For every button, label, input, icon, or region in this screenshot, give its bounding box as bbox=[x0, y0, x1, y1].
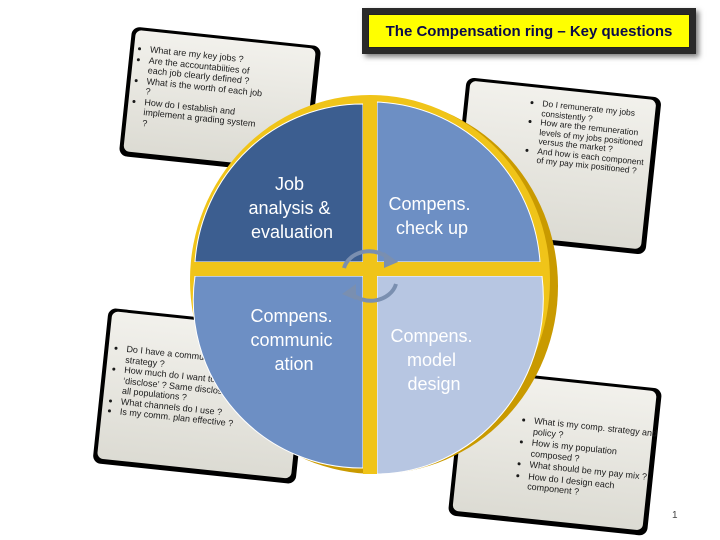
quadrant-bottom-left bbox=[192, 275, 364, 469]
quadrant-top-left bbox=[194, 103, 364, 263]
compensation-ring: Job analysis & evaluation Compens. check… bbox=[190, 95, 558, 475]
label-communication: Compens. communic ation bbox=[250, 306, 337, 374]
slide-title: The Compensation ring – Key questions bbox=[368, 14, 690, 48]
page-number: 1 bbox=[672, 510, 678, 521]
title-box: The Compensation ring – Key questions bbox=[362, 8, 696, 54]
divider-horizontal bbox=[192, 262, 548, 276]
label-job-analysis: Job analysis & evaluation bbox=[248, 174, 335, 242]
arrow-heads-icon bbox=[342, 252, 398, 300]
quadrant-top-right bbox=[376, 101, 541, 263]
divider-vertical bbox=[363, 100, 377, 474]
label-model-design: Compens. model design bbox=[390, 326, 477, 394]
label-check-up: Compens. check up bbox=[388, 194, 475, 238]
quadrant-bottom-right bbox=[376, 275, 544, 475]
